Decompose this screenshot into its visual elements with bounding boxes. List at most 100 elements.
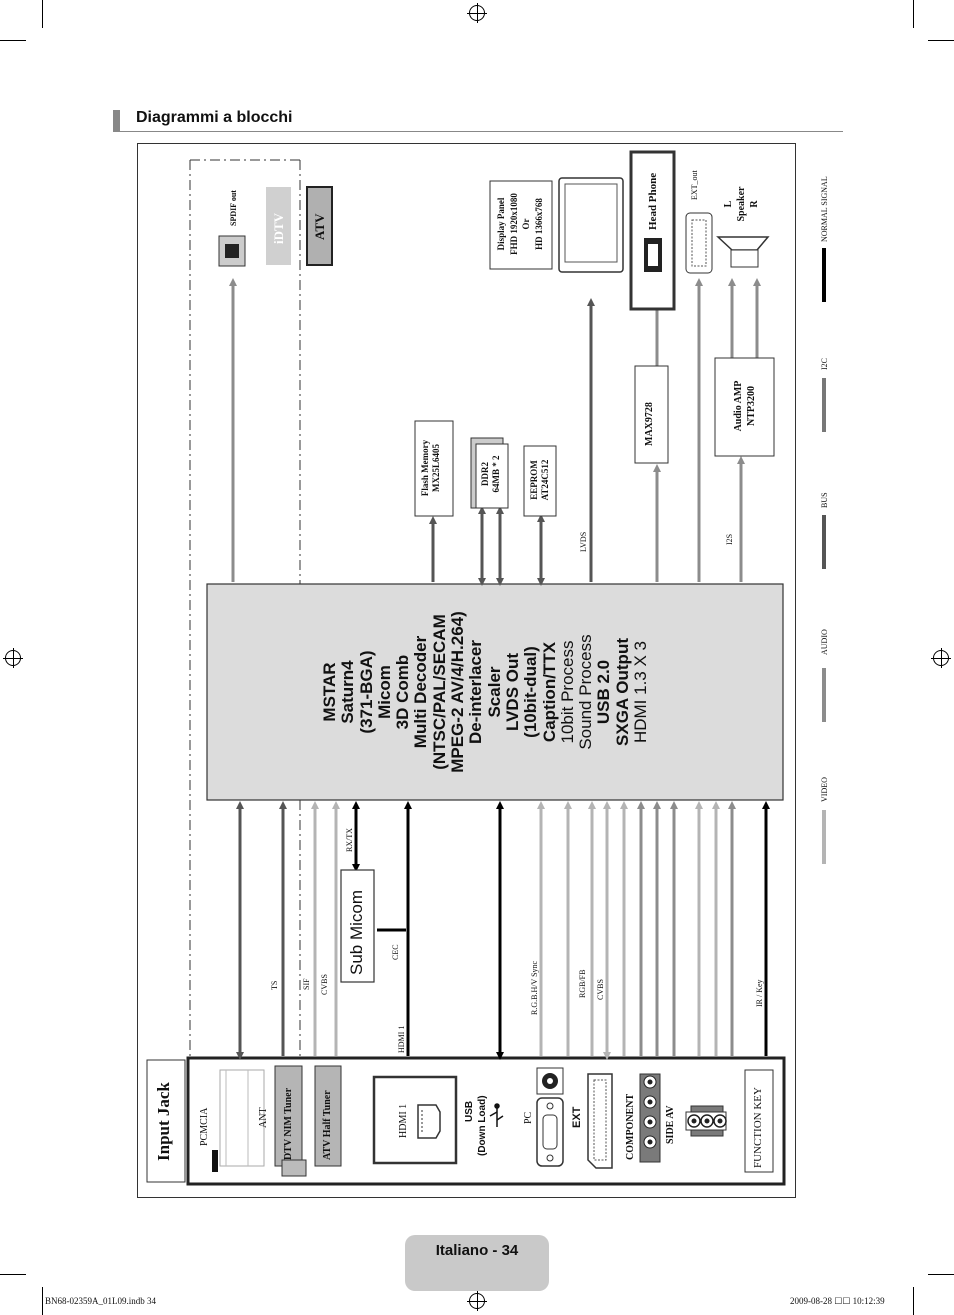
chip-line: HDMI 1.3 X 3 bbox=[631, 640, 651, 744]
function-key-label: FUNCTION KEY bbox=[752, 1087, 764, 1168]
cvbs-signal-label: CVBS bbox=[320, 974, 329, 995]
atv-tuner-box bbox=[314, 1065, 342, 1167]
display-panel-line: FHD 1920x1080 bbox=[508, 193, 519, 255]
crop-mark bbox=[928, 1274, 954, 1275]
hdmi-port-icon bbox=[417, 1104, 441, 1139]
main-chip-label: MSTAR Saturn4 (371-BGA) Micom 3D Comb Mu… bbox=[320, 589, 651, 795]
eeprom-label: EEPROM AT24C512 bbox=[529, 450, 551, 510]
display-panel-label-box bbox=[489, 180, 553, 270]
sif-signal-label: SIF bbox=[302, 978, 311, 990]
hdmi-signal-label: HDMI 1 bbox=[397, 1025, 406, 1053]
cec-signal-label: CEC bbox=[391, 944, 400, 960]
speaker-label: L Speaker R bbox=[722, 178, 761, 230]
output-lines bbox=[229, 278, 761, 586]
side-av-label: SIDE AV bbox=[665, 1105, 676, 1144]
chip-line: SXGA Output bbox=[612, 638, 632, 746]
audio-amp-line: NTP3200 bbox=[746, 386, 757, 426]
usb-icon bbox=[489, 1103, 504, 1127]
registration-mark-icon bbox=[467, 1291, 487, 1311]
sub-micom-label: Sub Micom bbox=[347, 889, 366, 975]
crop-mark bbox=[42, 0, 43, 28]
idtv-box bbox=[266, 187, 291, 265]
legend-audio-label: AUDIO bbox=[820, 629, 829, 655]
pcmcia-slot-icon bbox=[219, 1069, 265, 1167]
crop-mark bbox=[928, 40, 954, 41]
flash-memory-box bbox=[414, 420, 454, 517]
legend-i2c-label: I2C bbox=[820, 358, 829, 370]
chip-line: De-interlacer bbox=[466, 640, 486, 744]
legend-video-label: VIDEO bbox=[820, 777, 829, 802]
input-jack-label-box bbox=[146, 1059, 186, 1183]
main-chip-box bbox=[206, 583, 784, 801]
chip-line: Scaler bbox=[484, 666, 504, 718]
chip-line: (10bit-dual) bbox=[521, 646, 541, 738]
file-info: BN68-02359A_01L09.indb 34 bbox=[45, 1296, 156, 1306]
eeprom-box bbox=[523, 445, 557, 517]
ir-key-signal-label: IR / Key bbox=[755, 979, 764, 1007]
flash-memory-label: Flash Memory MX25L6405 bbox=[420, 428, 442, 508]
atv-label: ATV bbox=[312, 213, 327, 240]
speaker-icon bbox=[716, 236, 770, 251]
pcmcia-label: PCMCIA bbox=[199, 1107, 210, 1146]
crop-mark bbox=[913, 1287, 914, 1315]
display-panel-label: Display Panel FHD 1920x1080 Or HD 1366x7… bbox=[495, 183, 545, 265]
ddr2-line: DDR2 bbox=[480, 462, 490, 486]
hdmi-jack-label: HDMI 1 bbox=[398, 1103, 409, 1138]
lvds-signal-label: LVDS bbox=[579, 531, 588, 552]
rxtx-signal-label: RX/TX bbox=[345, 828, 354, 852]
pcmcia-card-icon bbox=[212, 1150, 218, 1172]
pc-label: PC bbox=[523, 1111, 534, 1124]
dtv-tuner-label: DTV NIM Tuner bbox=[283, 1087, 294, 1160]
input-jack-title: Input Jack bbox=[154, 1082, 173, 1161]
chip-line: (NTSC/PAL/SECAM bbox=[429, 614, 449, 770]
dtv-tuner-box bbox=[274, 1065, 303, 1167]
chip-line: Saturn4 bbox=[338, 660, 358, 724]
chip-line: 10bit Process bbox=[557, 640, 577, 744]
ant-label: ANT bbox=[258, 1107, 269, 1128]
registration-mark-icon bbox=[3, 648, 23, 668]
i2s-signal-label: I2S bbox=[725, 533, 734, 545]
signal-lines bbox=[236, 801, 770, 1060]
chip-line: USB 2.0 bbox=[594, 659, 614, 725]
speaker-line: R bbox=[749, 200, 760, 208]
display-panel-line: Or bbox=[521, 218, 531, 230]
diagram-frame bbox=[137, 143, 796, 1198]
section-marker bbox=[113, 110, 120, 131]
scart-out-icon bbox=[685, 212, 713, 274]
legend-normal-signal-label: NORMAL SIGNAL bbox=[820, 176, 829, 242]
speaker-line: Speaker bbox=[736, 186, 747, 222]
head-phone-label: Head Phone bbox=[647, 172, 659, 230]
ext-out-label: EXT_out bbox=[690, 170, 699, 200]
chip-line: Caption/TTX bbox=[539, 641, 559, 743]
page-title: Diagrammi a blocchi bbox=[136, 109, 293, 126]
audio-amp-label: Audio AMP NTP3200 bbox=[732, 371, 758, 441]
crop-mark bbox=[0, 40, 26, 41]
audio-amp-line: Audio AMP bbox=[733, 380, 744, 432]
eeprom-line: AT24C512 bbox=[540, 459, 550, 501]
flash-memory-line: Flash Memory bbox=[420, 439, 430, 497]
display-panel-line: Display Panel bbox=[496, 197, 506, 251]
page-number-tab: Italiano - 34 bbox=[405, 1235, 549, 1291]
chip-line: MPEG-2 AV/4/H.264) bbox=[448, 611, 468, 773]
header-rule bbox=[113, 131, 843, 132]
hdmi-jack-box bbox=[372, 1075, 458, 1165]
ddr2-line: 64MB * 2 bbox=[491, 455, 501, 493]
max9728-label: MAX9728 bbox=[644, 402, 655, 446]
idtv-label: iDTV bbox=[271, 212, 286, 244]
rgb-sync-signal-label: R.G.B.H/V Sync bbox=[530, 960, 539, 1015]
crop-mark bbox=[0, 1274, 26, 1275]
chip-line: Sound Process bbox=[576, 634, 596, 750]
audio-amp-box bbox=[714, 357, 775, 457]
chip-line: Micom bbox=[374, 665, 394, 719]
chip-line: MSTAR bbox=[320, 662, 339, 722]
atv-tuner-label: ATV Half Tuner bbox=[322, 1090, 333, 1160]
scart-port-icon bbox=[587, 1073, 613, 1169]
page-number: Italiano - 34 bbox=[435, 1242, 519, 1259]
tuner-connector-icon bbox=[281, 1159, 307, 1177]
chip-line: 3D Comb bbox=[393, 654, 413, 730]
max9728-box bbox=[634, 365, 669, 464]
legend-bus-label: BUS bbox=[820, 492, 829, 508]
tuner-boundary bbox=[189, 159, 301, 1182]
ts-signal-label: TS bbox=[270, 980, 279, 990]
